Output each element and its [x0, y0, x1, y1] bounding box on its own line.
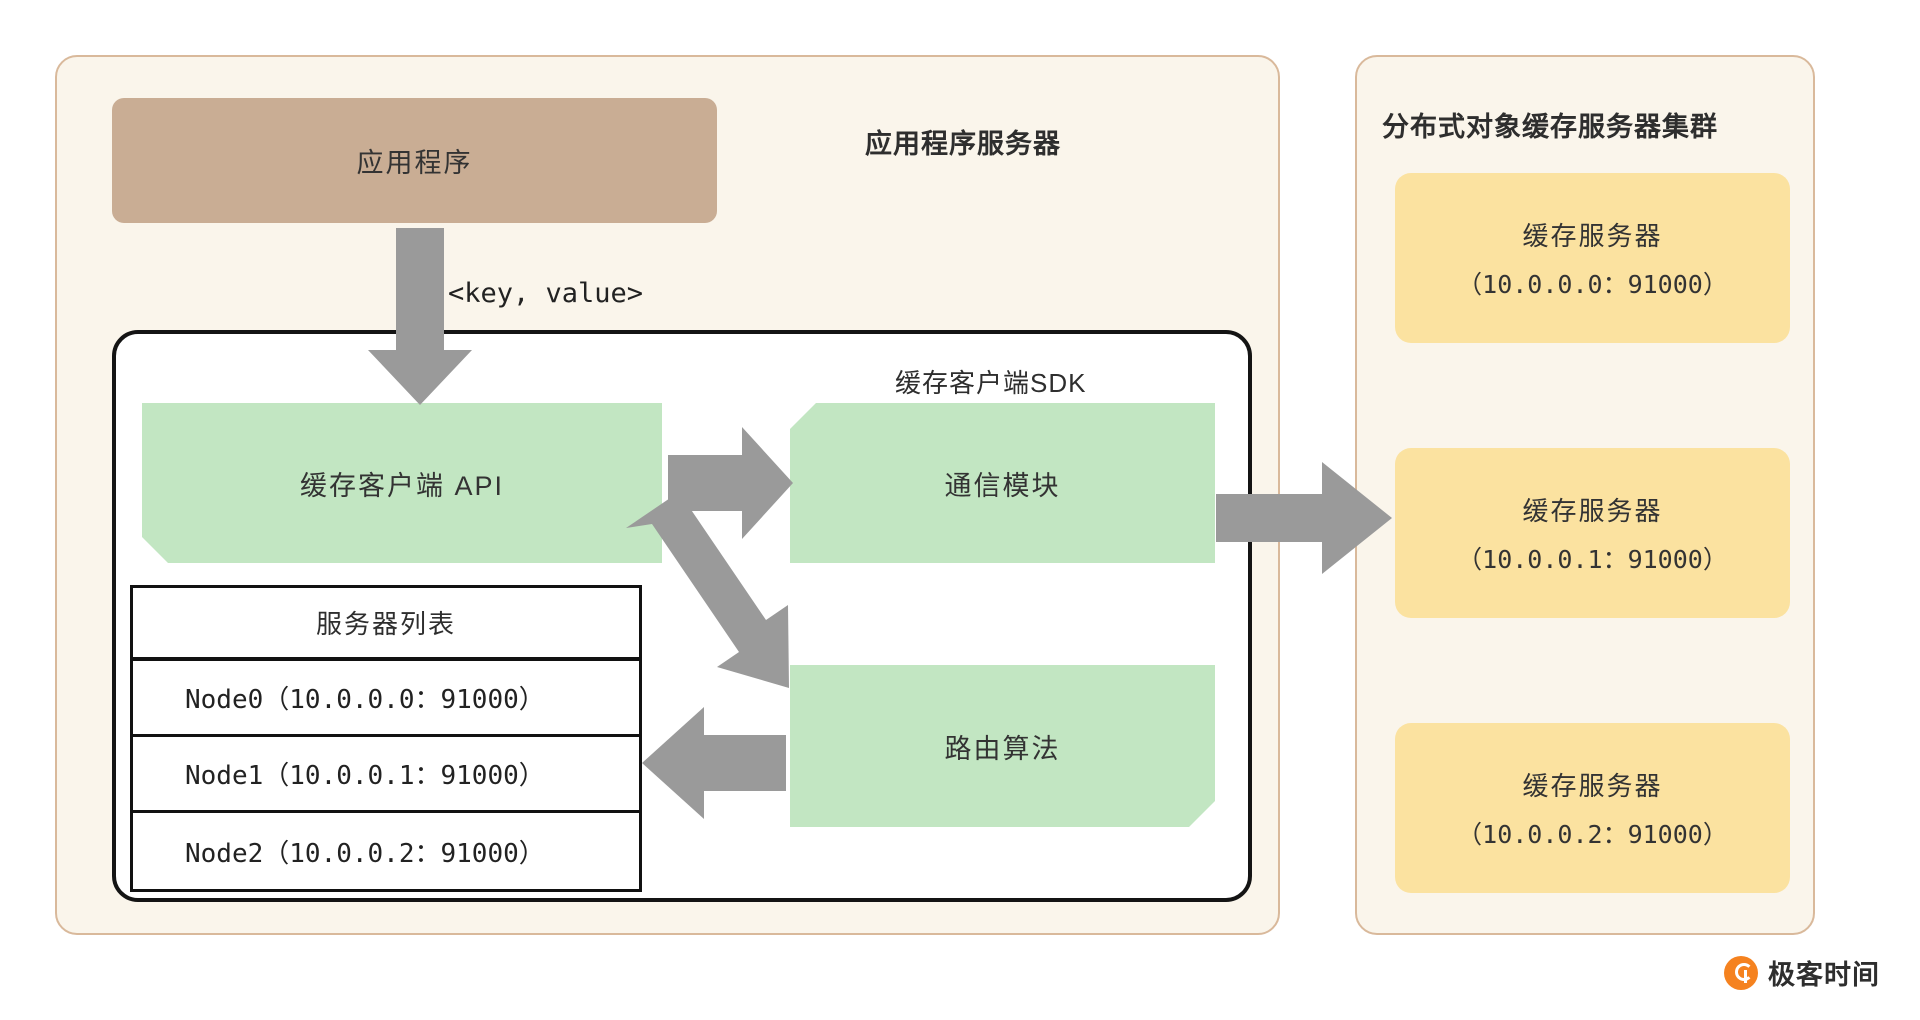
cache-server-card: 缓存服务器 （10.0.0.0：91000） — [1395, 173, 1790, 343]
communication-module: 通信模块 — [790, 403, 1215, 563]
cache-server-address-1: （10.0.0.1：91000） — [1457, 544, 1728, 574]
routing-algorithm-label: 路由算法 — [944, 733, 1061, 764]
table-row: Node1（10.0.0.1：91000） — [133, 737, 639, 813]
cache-server-name-0: 缓存服务器 — [1522, 220, 1663, 251]
communication-module-label: 通信模块 — [944, 470, 1061, 501]
table-row: Node0（10.0.0.0：91000） — [133, 661, 639, 737]
cache-server-name-1: 缓存服务器 — [1522, 495, 1663, 526]
server-list-table: 服务器列表 Node0（10.0.0.0：91000） Node1（10.0.0… — [130, 585, 642, 892]
server-list-row-2: Node2（10.0.0.2：91000） — [185, 838, 545, 869]
key-value-flow-label: <key, value> — [448, 278, 644, 309]
cache-client-sdk-title: 缓存客户端SDK — [895, 368, 1087, 398]
app-program-label: 应用程序 — [356, 148, 473, 178]
server-list-header: 服务器列表 — [133, 588, 639, 661]
table-row: Node2（10.0.0.2：91000） — [133, 813, 639, 889]
cache-cluster-panel-title: 分布式对象缓存服务器集群 — [1382, 112, 1718, 142]
cache-client-api-label: 缓存客户端 API — [299, 470, 505, 501]
app-program-box: 应用程序 — [112, 98, 717, 223]
cache-client-api-module: 缓存客户端 API — [142, 403, 662, 563]
server-list-row-1: Node1（10.0.0.1：91000） — [185, 761, 545, 791]
watermark: 极客时间 — [1724, 953, 1880, 992]
geekbang-logo-icon — [1724, 955, 1758, 990]
server-list-row-0: Node0（10.0.0.0：91000） — [185, 685, 545, 715]
watermark-label: 极客时间 — [1768, 960, 1880, 990]
cache-server-card: 缓存服务器 （10.0.0.1：91000） — [1395, 448, 1790, 618]
routing-algorithm-module: 路由算法 — [790, 665, 1215, 827]
server-list-header-label: 服务器列表 — [315, 609, 456, 639]
cache-server-address-0: （10.0.0.0：91000） — [1457, 269, 1728, 299]
cache-server-name-2: 缓存服务器 — [1522, 770, 1663, 801]
cache-server-card: 缓存服务器 （10.0.0.2：91000） — [1395, 723, 1790, 893]
cache-server-address-2: （10.0.0.2：91000） — [1457, 819, 1728, 849]
app-server-panel-title: 应用程序服务器 — [865, 129, 1061, 159]
